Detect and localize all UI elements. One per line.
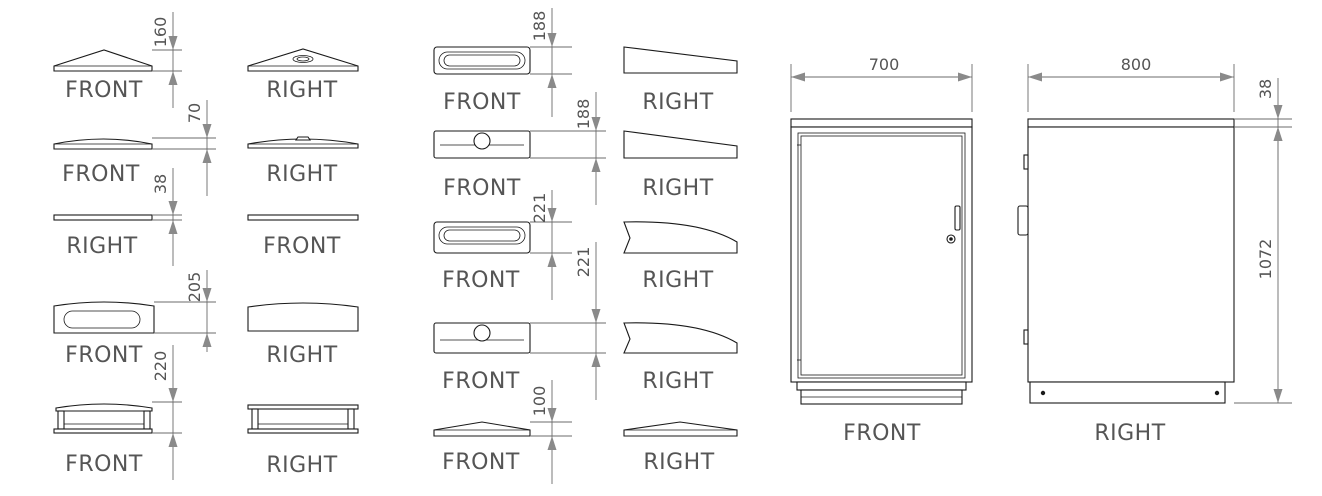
cabinet-right-label: RIGHT	[1094, 421, 1165, 446]
cabinet-right-view	[1017, 118, 1235, 404]
dimension-roof-flat-curve-value: 70	[185, 103, 204, 123]
dimension-roof-flat-curve: 70	[152, 100, 216, 196]
dimension-curve-oval-value: 221	[530, 193, 549, 224]
side-handle	[1017, 205, 1029, 236]
dimension-slope-round: 188	[530, 92, 606, 205]
roof-plate-right-view	[53, 214, 153, 221]
dimension-roof-pyramid: 160	[151, 12, 182, 108]
cabinet-front-label: FRONT	[843, 421, 921, 446]
low-pyramid-right-view	[623, 421, 738, 437]
dimension-cabinet-roof-thickness-value: 38	[1256, 79, 1275, 99]
dimension-slope-round-value: 188	[574, 99, 593, 130]
curve-oval-right-label: RIGHT	[642, 268, 713, 293]
roof-oval-right-label: RIGHT	[266, 343, 337, 368]
low-pyramid-right-label: RIGHT	[643, 450, 714, 475]
roof-flat-curve-right-view	[247, 136, 359, 149]
roof-frame-front-label: FRONT	[65, 452, 143, 477]
slope-round-right-label: RIGHT	[642, 176, 713, 201]
roof-frame-front-view	[53, 403, 153, 434]
door-handle	[954, 205, 961, 231]
roof-pyramid-right-view	[247, 48, 359, 72]
dimension-roof-pyramid-value: 160	[151, 17, 170, 48]
roof-pyramid-right-label: RIGHT	[266, 78, 337, 103]
dimension-roof-frame: 220	[151, 345, 182, 480]
dimension-roof-oval: 205	[154, 270, 216, 352]
dimension-cabinet-depth: 800	[1027, 55, 1235, 112]
slope-oval-front-label: FRONT	[443, 90, 521, 115]
dimension-low-pyramid-value: 100	[530, 386, 549, 417]
dimension-curve-round: 221	[530, 242, 606, 400]
dimension-cabinet-height: 1072	[1234, 127, 1292, 404]
dimension-cabinet-height-value: 1072	[1256, 239, 1275, 280]
dimension-cabinet-width: 700	[790, 55, 973, 112]
roof-oval-front-view	[53, 301, 155, 334]
slope-oval-front-view	[433, 46, 531, 75]
roof-oval-front-label: FRONT	[65, 343, 143, 368]
curve-oval-right-view	[623, 221, 738, 254]
roof-flat-curve-front-label: FRONT	[62, 162, 140, 187]
dimension-curve-round-value: 221	[574, 247, 593, 278]
slope-round-right-view	[623, 130, 738, 159]
low-pyramid-front-view	[433, 421, 531, 437]
slope-round-front-view	[433, 130, 531, 159]
dimension-curve-oval: 221	[530, 190, 572, 300]
curve-round-right-view	[623, 322, 738, 354]
roof-plate-right-label: RIGHT	[66, 234, 137, 259]
low-pyramid-front-label: FRONT	[442, 450, 520, 475]
roof-oval-right-view	[247, 302, 359, 332]
dimension-slope-oval-value: 188	[530, 11, 549, 42]
slope-oval-right-view	[623, 46, 738, 74]
dimension-slope-oval: 188	[530, 8, 572, 117]
dimension-cabinet-roof-thickness: 38	[1234, 78, 1292, 160]
dimension-cabinet-width-value: 700	[869, 55, 900, 74]
curve-round-right-label: RIGHT	[642, 369, 713, 394]
dimension-roof-oval-value: 205	[185, 272, 204, 303]
roof-frame-right-label: RIGHT	[266, 453, 337, 478]
slope-round-front-label: FRONT	[443, 176, 521, 201]
roof-pyramid-front-view	[53, 49, 153, 72]
roof-plate-front-label: FRONT	[263, 234, 341, 259]
roof-flat-curve-front-view	[53, 138, 153, 150]
slope-oval-right-label: RIGHT	[642, 90, 713, 115]
curve-oval-front-label: FRONT	[442, 268, 520, 293]
roof-frame-right-view	[247, 404, 359, 434]
dimension-roof-plate: 38	[151, 168, 182, 266]
curve-round-front-label: FRONT	[442, 369, 520, 394]
dimension-cabinet-depth-value: 800	[1121, 55, 1152, 74]
roof-flat-curve-right-label: RIGHT	[266, 162, 337, 187]
curve-round-front-view	[433, 322, 531, 354]
cabinet-front-view	[790, 118, 973, 405]
dimension-low-pyramid: 100	[530, 380, 572, 484]
dimension-roof-plate-value: 38	[151, 174, 170, 194]
roof-pyramid-front-label: FRONT	[65, 78, 143, 103]
curve-oval-front-view	[433, 221, 531, 254]
dimension-roof-frame-value: 220	[151, 351, 170, 382]
roof-plate-front-view	[247, 214, 359, 221]
